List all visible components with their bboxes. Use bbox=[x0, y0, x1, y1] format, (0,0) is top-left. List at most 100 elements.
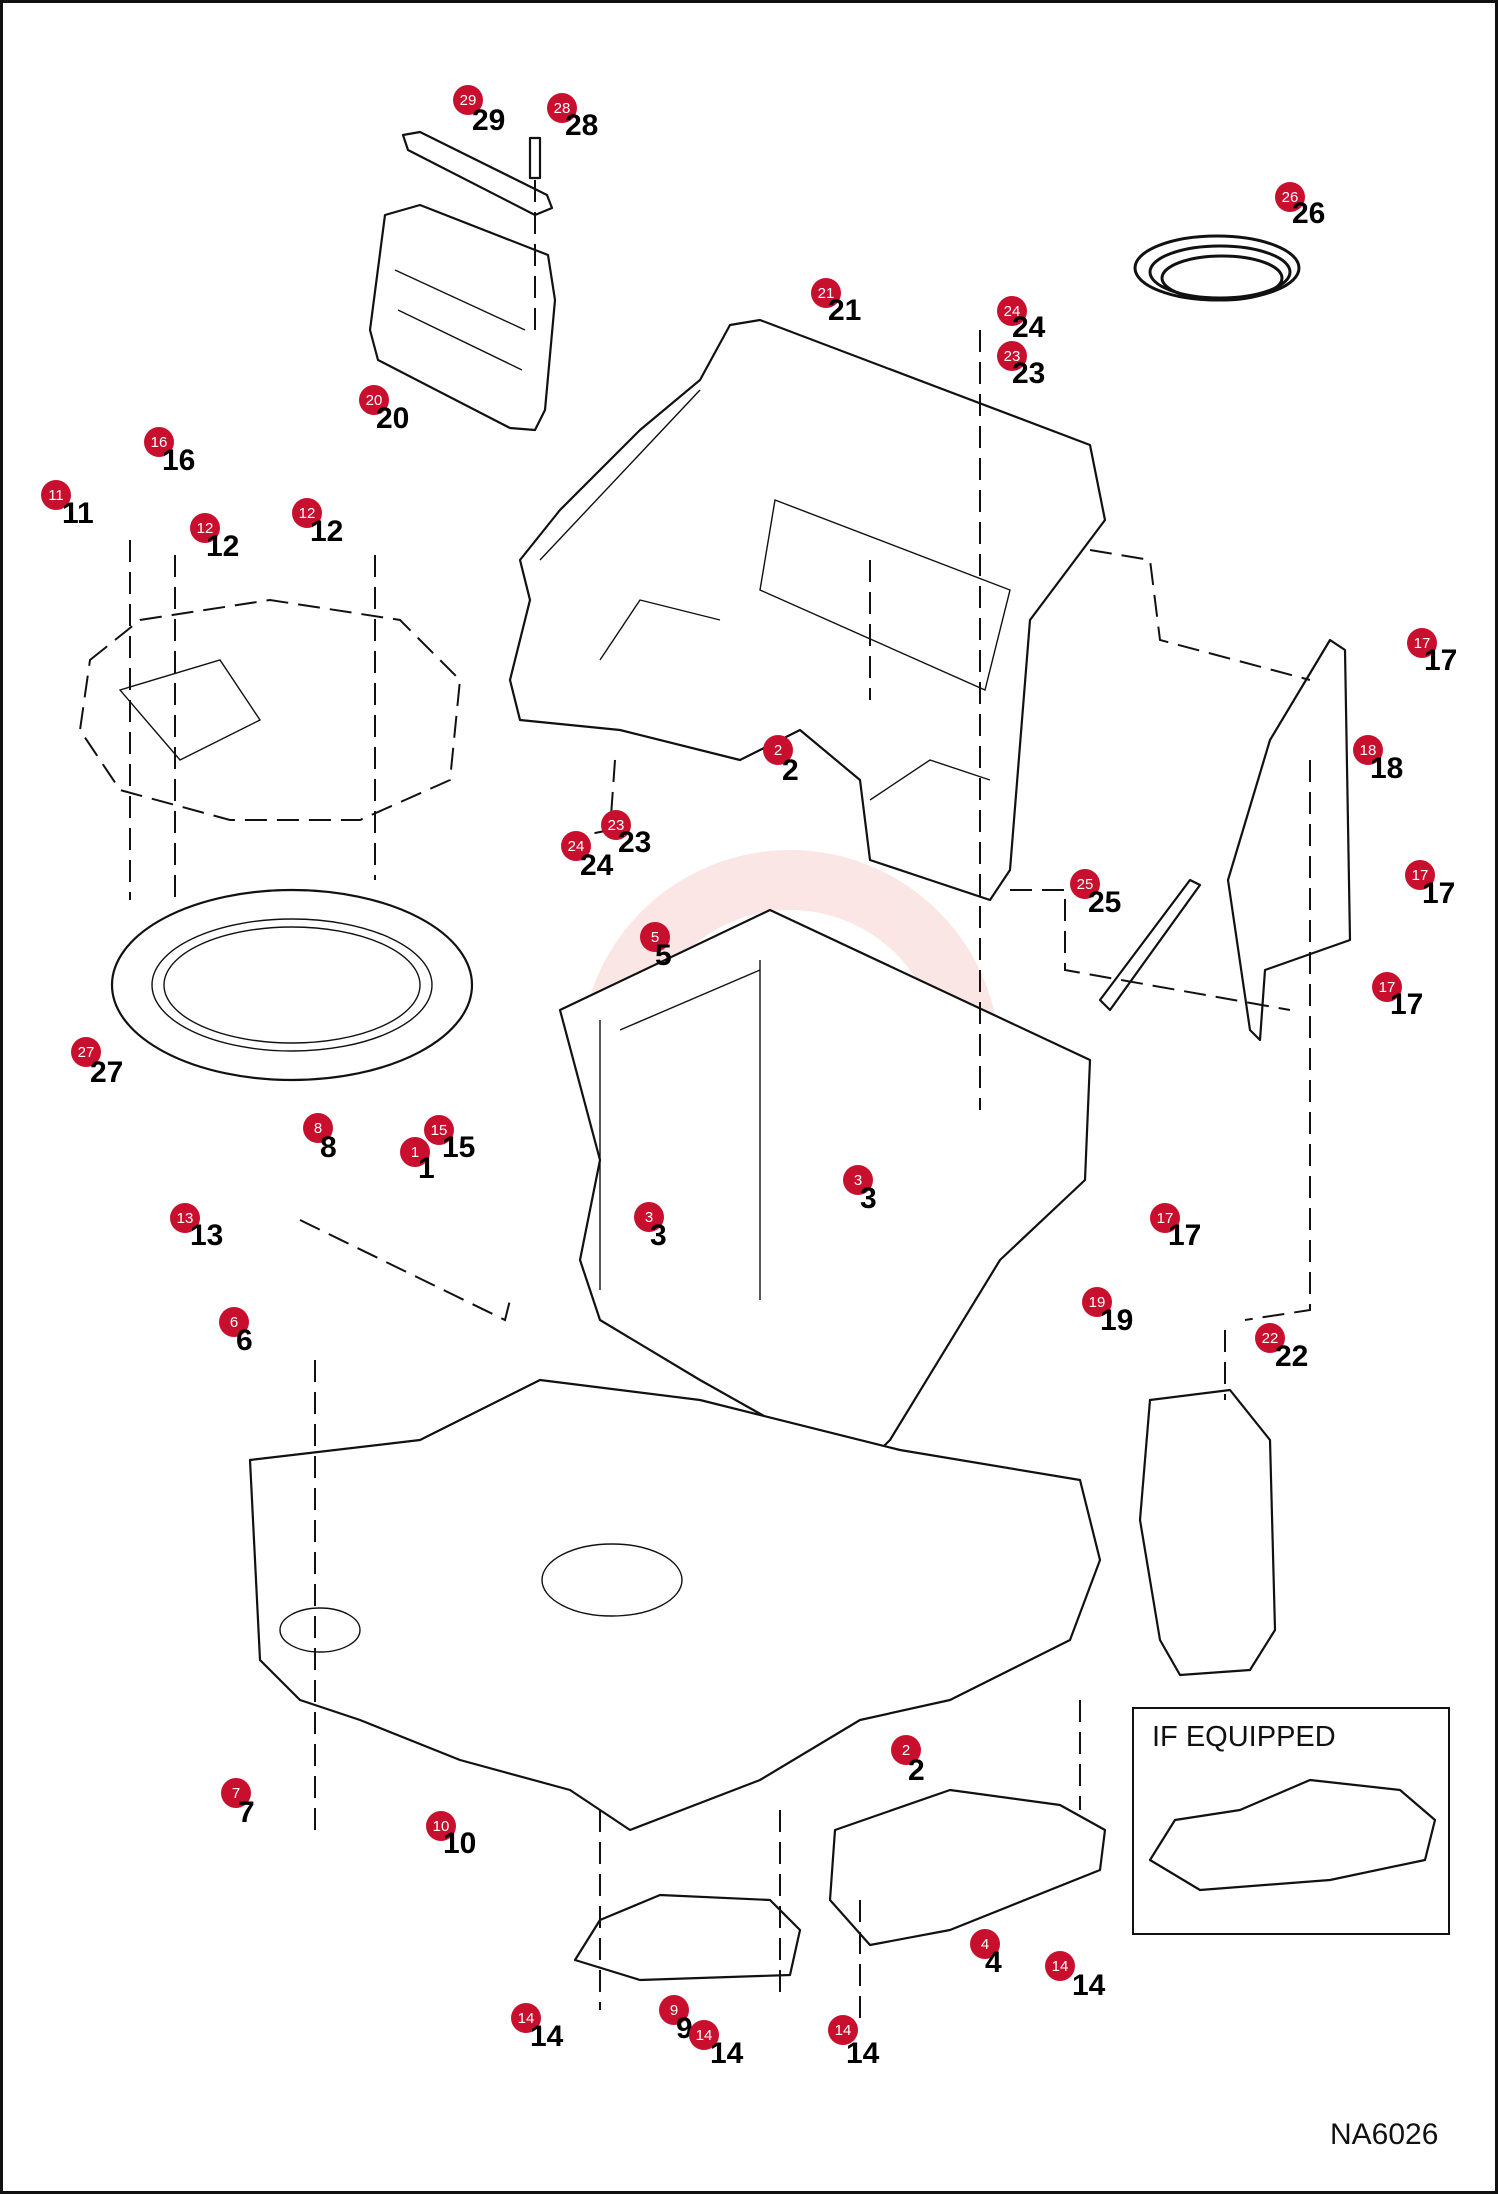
callout-number-24b: 24 bbox=[580, 849, 614, 882]
callout-number-23b: 23 bbox=[618, 826, 651, 859]
svg-text:8: 8 bbox=[314, 1120, 322, 1137]
svg-text:3: 3 bbox=[645, 1209, 653, 1226]
callout-badge-29: 29 bbox=[453, 85, 483, 115]
callout-badge-25: 25 bbox=[1070, 869, 1100, 899]
callout-badge-14b: 14 bbox=[689, 2020, 719, 2050]
part-20-cover bbox=[368, 203, 557, 432]
callout-number-14d: 14 bbox=[846, 2037, 880, 2070]
svg-text:22: 22 bbox=[1262, 1330, 1279, 1347]
svg-text:2: 2 bbox=[774, 742, 782, 759]
svg-text:18: 18 bbox=[1360, 742, 1377, 759]
callout-badge-17b: 17 bbox=[1405, 860, 1435, 890]
svg-text:26: 26 bbox=[1282, 189, 1299, 206]
svg-text:24: 24 bbox=[1004, 303, 1021, 320]
svg-text:17: 17 bbox=[1412, 867, 1429, 884]
svg-text:10: 10 bbox=[433, 1818, 450, 1835]
callout-number-17d: 17 bbox=[1168, 1219, 1201, 1252]
callout-number-22: 22 bbox=[1275, 1340, 1308, 1373]
svg-text:13: 13 bbox=[177, 1210, 194, 1227]
callout-badge-23b: 23 bbox=[601, 810, 631, 840]
callout-badge-4: 4 bbox=[970, 1929, 1000, 1959]
svg-text:23: 23 bbox=[608, 817, 625, 834]
callout-number-14c: 14 bbox=[530, 2020, 564, 2053]
part-4-plate bbox=[828, 1788, 1107, 1947]
svg-text:6: 6 bbox=[230, 1314, 238, 1331]
callout-badge-23a: 23 bbox=[997, 341, 1027, 371]
svg-text:16: 16 bbox=[151, 434, 168, 451]
callout-badge-3b: 3 bbox=[634, 1202, 664, 1232]
svg-text:15: 15 bbox=[431, 1122, 448, 1139]
callout-badge-14c: 14 bbox=[511, 2003, 541, 2033]
callout-number-21: 21 bbox=[828, 294, 861, 327]
svg-text:5: 5 bbox=[651, 929, 659, 946]
callout-badge-17a: 17 bbox=[1407, 628, 1437, 658]
svg-text:17: 17 bbox=[1157, 1210, 1174, 1227]
callout-badge-15: 15 bbox=[424, 1115, 454, 1145]
part-18-side-panel bbox=[1226, 638, 1352, 1042]
svg-text:14: 14 bbox=[518, 2010, 535, 2027]
svg-text:9: 9 bbox=[670, 2002, 678, 2019]
callout-badge-20: 20 bbox=[359, 385, 389, 415]
callout-number-11: 11 bbox=[62, 497, 94, 530]
svg-text:25: 25 bbox=[1077, 876, 1094, 893]
callout-number-28: 28 bbox=[565, 109, 598, 142]
callout-badge-8: 8 bbox=[303, 1113, 333, 1143]
callout-number-5: 5 bbox=[655, 939, 672, 972]
lower-chassis bbox=[248, 1378, 1102, 1832]
callout-number-15: 15 bbox=[442, 1131, 475, 1164]
callout-number-12a: 12 bbox=[206, 530, 239, 563]
callout-badge-28: 28 bbox=[547, 93, 577, 123]
callout-badge-24a: 24 bbox=[997, 296, 1027, 326]
callout-badge-12a: 12 bbox=[190, 513, 220, 543]
callout-number-13: 13 bbox=[190, 1219, 223, 1252]
part-9-plate bbox=[573, 1893, 802, 1982]
callout-number-9: 9 bbox=[676, 2012, 693, 2045]
part-28-bolt bbox=[528, 136, 542, 180]
svg-text:24: 24 bbox=[568, 838, 585, 855]
part-29-bracket bbox=[401, 130, 554, 217]
svg-text:28: 28 bbox=[554, 100, 571, 117]
svg-text:3: 3 bbox=[854, 1172, 862, 1189]
callout-number-7: 7 bbox=[238, 1796, 255, 1829]
callout-number-17a: 17 bbox=[1424, 644, 1457, 677]
callout-number-16: 16 bbox=[162, 444, 195, 477]
part-5-main-frame bbox=[558, 908, 1092, 1472]
part-21-window bbox=[759, 499, 1011, 691]
callout-number-3b: 3 bbox=[650, 1219, 667, 1252]
svg-text:14: 14 bbox=[835, 2022, 852, 2039]
callout-badge-26: 26 bbox=[1275, 182, 1305, 212]
callout-badge-14d: 14 bbox=[828, 2015, 858, 2045]
callouts: 29 29 28 28 26 26 21 21 24 24 23 23 20 2… bbox=[41, 85, 1457, 2070]
part-26-hose bbox=[1133, 234, 1301, 302]
callout-number-19: 19 bbox=[1100, 1304, 1133, 1337]
svg-text:14: 14 bbox=[696, 2027, 713, 2044]
callout-number-4: 4 bbox=[985, 1946, 1002, 1979]
svg-text:11: 11 bbox=[48, 487, 64, 504]
callout-badge-10: 10 bbox=[426, 1811, 456, 1841]
part-22-battery-box bbox=[1138, 1388, 1277, 1677]
callout-number-17b: 17 bbox=[1422, 877, 1455, 910]
callout-number-2a: 2 bbox=[782, 754, 799, 787]
callout-number-8: 8 bbox=[320, 1131, 337, 1164]
svg-text:27: 27 bbox=[78, 1044, 95, 1061]
callout-badge-14a: 14 bbox=[1045, 1951, 1075, 1981]
callout-number-27: 27 bbox=[90, 1056, 123, 1089]
inset-label: IF EQUIPPED bbox=[1152, 1721, 1336, 1753]
callout-number-6: 6 bbox=[236, 1324, 253, 1357]
callout-badge-24b: 24 bbox=[561, 831, 591, 861]
callout-number-23a: 23 bbox=[1012, 357, 1045, 390]
callout-number-14a: 14 bbox=[1072, 1969, 1106, 2002]
callout-badge-16: 16 bbox=[144, 427, 174, 457]
part-25-strip bbox=[1098, 878, 1202, 1012]
callout-badge-1: 1 bbox=[400, 1137, 430, 1167]
callout-badge-12b: 12 bbox=[292, 498, 322, 528]
callout-number-29: 29 bbox=[472, 104, 505, 137]
callout-badge-27: 27 bbox=[71, 1037, 101, 1067]
callout-badge-17d: 17 bbox=[1150, 1203, 1180, 1233]
callout-badge-22: 22 bbox=[1255, 1323, 1285, 1353]
part-21-tower bbox=[508, 318, 1107, 902]
callout-badge-19: 19 bbox=[1082, 1287, 1112, 1317]
callout-badge-7: 7 bbox=[221, 1778, 251, 1808]
svg-text:12: 12 bbox=[299, 505, 316, 522]
